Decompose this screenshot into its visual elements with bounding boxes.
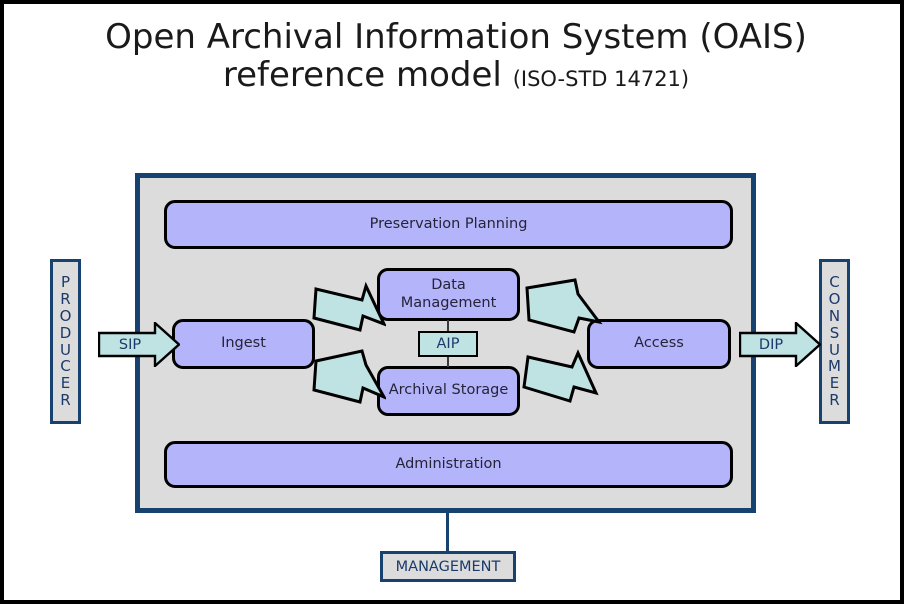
page-title: Open Archival Information System (OAIS) … — [4, 17, 900, 96]
management-connector-line — [446, 512, 449, 553]
flow-arrow-archival-storage-to-access — [520, 347, 600, 409]
management-label: MANAGEMENT — [395, 558, 501, 575]
producer-letter-0: P — [60, 273, 71, 292]
flow-arrow-ingest-to-archival-storage — [310, 347, 388, 409]
producer-letter-2: O — [59, 306, 72, 325]
consumer-letter-2: N — [828, 306, 841, 325]
entity-label-line2: Management — [400, 294, 497, 311]
flow-arrow-ingest-to-data-management — [310, 276, 387, 338]
producer-letter-3: D — [59, 323, 72, 342]
flow-arrow-sip[interactable]: SIP — [97, 320, 181, 369]
entity-label: Access — [634, 335, 684, 352]
entity-archival-storage[interactable]: Archival Storage — [377, 366, 520, 416]
consumer-letter-0: C — [829, 273, 840, 292]
producer-letter-1: R — [60, 290, 71, 309]
consumer-letter-3: S — [829, 323, 840, 342]
package-label: AIP — [436, 336, 460, 352]
arrow-up-right-icon — [312, 281, 387, 332]
producer-letter-4: U — [60, 340, 71, 359]
consumer-letter-7: R — [829, 390, 840, 409]
dip-arrow-icon — [738, 320, 822, 369]
package-aip[interactable]: AIP — [418, 331, 478, 357]
consumer-letter-5: M — [828, 357, 841, 376]
entity-label: Ingest — [221, 335, 266, 352]
entity-access[interactable]: Access — [587, 319, 731, 369]
entity-label: Administration — [395, 455, 502, 472]
producer-letter-7: R — [60, 390, 71, 409]
sip-arrow-icon — [97, 320, 181, 369]
consumer-letter-4: U — [829, 340, 840, 359]
actor-producer[interactable]: P R O D U C E R — [50, 259, 81, 424]
entity-administration[interactable]: Administration — [164, 441, 733, 488]
actor-management[interactable]: MANAGEMENT — [380, 551, 516, 582]
actor-consumer[interactable]: C O N S U M E R — [819, 259, 850, 424]
entity-label: Preservation Planning — [369, 215, 528, 232]
flow-arrow-dip[interactable]: DIP — [738, 320, 822, 369]
entity-ingest[interactable]: Ingest — [172, 319, 315, 369]
title-standard: (ISO-STD 14721) — [512, 67, 690, 92]
arrow-down-right-icon — [525, 278, 603, 334]
consumer-letter-6: E — [829, 374, 840, 393]
title-line-1: Open Archival Information System (OAIS) — [105, 17, 807, 57]
entity-preservation-planning[interactable]: Preservation Planning — [164, 200, 733, 249]
title-line-2: reference model (ISO-STD 14721) — [4, 55, 900, 96]
arrow-down-right-icon — [312, 349, 388, 404]
consumer-letter-1: O — [828, 290, 841, 309]
flow-arrow-data-management-to-access — [523, 276, 603, 338]
producer-letter-6: E — [60, 374, 71, 393]
producer-letter-5: C — [60, 357, 71, 376]
arrow-up-right-icon — [522, 349, 599, 403]
entity-label: Archival Storage — [388, 382, 509, 399]
title-line-2-text: reference model — [222, 55, 502, 96]
entity-label-line1: Data — [431, 277, 466, 294]
